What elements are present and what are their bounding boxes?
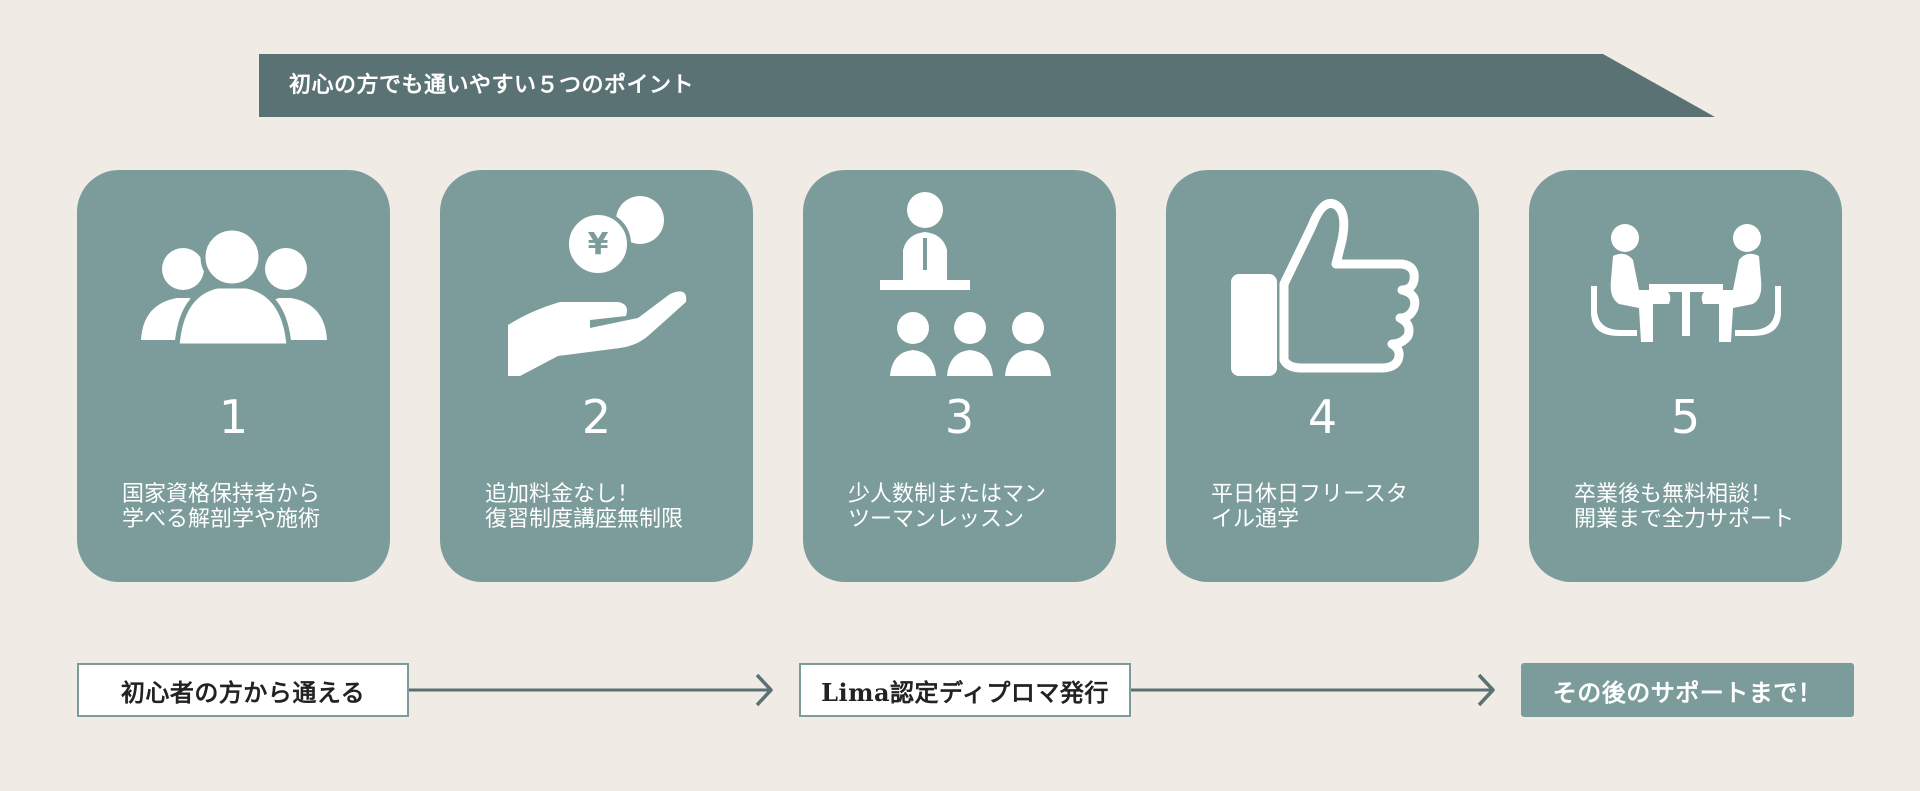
- point-desc-5: 卒業後も無料相談！ 開業まで全力サポート: [1574, 482, 1834, 532]
- point-desc-3: 少人数制またはマン ツーマンレッスン: [848, 482, 1108, 532]
- point-desc-2: 追加料金なし！ 復習制度講座無制限: [485, 482, 745, 532]
- banner-title: 初心の方でも通いやすい５つのポイント: [289, 72, 695, 98]
- point-desc-line: 国家資格保持者から: [122, 482, 321, 507]
- header-banner: 初心の方でも通いやすい５つのポイント: [259, 54, 1715, 117]
- stage-beginner: 初心者の方から通える: [77, 663, 409, 717]
- point-desc-line: 少人数制またはマン: [848, 482, 1047, 507]
- point-desc-line: 平日休日フリースタ: [1211, 482, 1408, 507]
- yen-coin-hand-icon: ¥: [508, 196, 687, 376]
- point-number-3: 3: [944, 390, 975, 444]
- point-card-2: ¥ 追加料金なし！ 復習制度講座無制限: [440, 170, 753, 582]
- point-desc-line: ツーマンレッスン: [848, 507, 1025, 532]
- point-desc-line: イル通学: [1211, 507, 1300, 532]
- point-number-2: 2: [581, 390, 612, 444]
- point-card-4: 平日休日フリースタ イル通学: [1166, 170, 1479, 582]
- point-desc-line: 開業まで全力サポート: [1574, 507, 1795, 532]
- point-card-5: 卒業後も無料相談！ 開業まで全力サポート: [1529, 170, 1842, 582]
- point-card-1: 国家資格保持者から 学べる解剖学や施術: [77, 170, 390, 582]
- svg-text:¥: ¥: [588, 227, 609, 262]
- point-desc-1: 国家資格保持者から 学べる解剖学や施術: [122, 482, 382, 532]
- stage-support: その後のサポートまで！: [1521, 663, 1854, 717]
- banner-shape: [259, 54, 1715, 117]
- stage-diploma: Lima認定ディプロマ発行: [799, 663, 1131, 717]
- point-number-1: 1: [218, 390, 249, 444]
- point-desc-line: 学べる解剖学や施術: [122, 507, 321, 532]
- point-desc-4: 平日休日フリースタ イル通学: [1211, 482, 1471, 532]
- point-desc-line: 復習制度講座無制限: [485, 507, 684, 532]
- thumbs-up-icon: [1231, 199, 1420, 376]
- point-desc-line: 卒業後も無料相談！: [1574, 482, 1773, 507]
- arrow-right-icon: [409, 673, 773, 707]
- point-card-3: 少人数制またはマン ツーマンレッスン: [803, 170, 1116, 582]
- group-people-icon: [141, 225, 327, 349]
- consultation-table-icon: [1591, 224, 1781, 342]
- arrow-right-icon: [1131, 673, 1495, 707]
- point-number-5: 5: [1670, 390, 1701, 444]
- point-number-4: 4: [1307, 390, 1338, 444]
- presenter-audience-icon: [880, 192, 1051, 376]
- point-desc-line: 追加料金なし！: [485, 482, 640, 507]
